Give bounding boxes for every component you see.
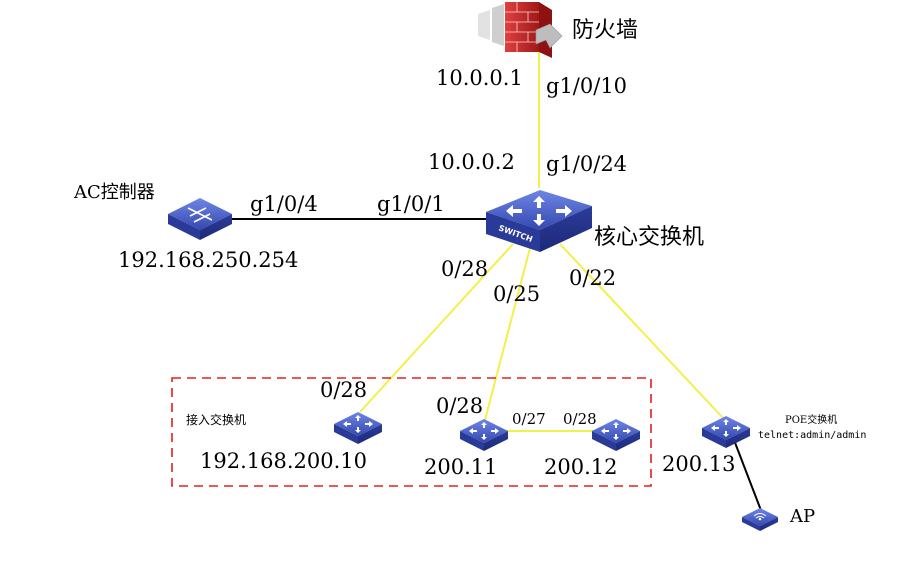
core-port-access1: 0/28 <box>441 257 489 281</box>
access2-port-up: 0/28 <box>436 394 484 418</box>
ap-label: AP <box>790 506 816 527</box>
access3-ip: 200.12 <box>544 455 618 479</box>
access3-port: 0/28 <box>563 410 597 428</box>
access-switch-group-box <box>171 377 652 487</box>
firewall-port: g1/0/10 <box>546 74 628 98</box>
link-core-access2 <box>484 247 531 421</box>
firewall-label: 防火墙 <box>572 18 639 43</box>
access-group-label: 接入交换机 <box>186 413 247 427</box>
core-port-ac: g1/0/1 <box>377 192 445 216</box>
core-port-uplink: g1/0/24 <box>546 152 628 176</box>
access2-port-down: 0/27 <box>512 410 546 428</box>
access-switch-2-icon <box>460 419 508 451</box>
ac-ip: 192.168.250.254 <box>118 248 299 272</box>
access-switch-1-icon <box>334 412 382 444</box>
link-poe-ap <box>733 439 763 514</box>
poe-switch-icon <box>702 416 750 448</box>
access-switch-3-icon <box>592 419 640 451</box>
ac-label: AC控制器 <box>74 182 155 203</box>
firewall-icon <box>478 2 563 58</box>
ap-icon <box>742 508 778 531</box>
firewall-ip: 10.0.0.1 <box>436 66 523 90</box>
poe-ip: 200.13 <box>662 452 736 476</box>
link-core-poe <box>559 243 724 419</box>
core-port-poe: 0/22 <box>569 266 617 290</box>
core-switch-icon: SWITCH <box>486 190 592 252</box>
ac-controller-icon <box>168 198 232 240</box>
link-core-access1 <box>359 243 514 413</box>
core-ip: 10.0.0.2 <box>428 150 515 174</box>
access1-ip: 192.168.200.10 <box>200 449 367 473</box>
core-port-access2: 0/25 <box>493 282 541 306</box>
poe-login: telnet:admin/admin <box>758 430 867 441</box>
access1-port: 0/28 <box>320 378 368 402</box>
access2-ip: 200.11 <box>424 455 498 479</box>
links <box>232 48 763 514</box>
core-label: 核心交换机 <box>594 225 705 250</box>
ac-port: g1/0/4 <box>250 192 318 216</box>
poe-label: POE交换机 <box>785 415 838 426</box>
